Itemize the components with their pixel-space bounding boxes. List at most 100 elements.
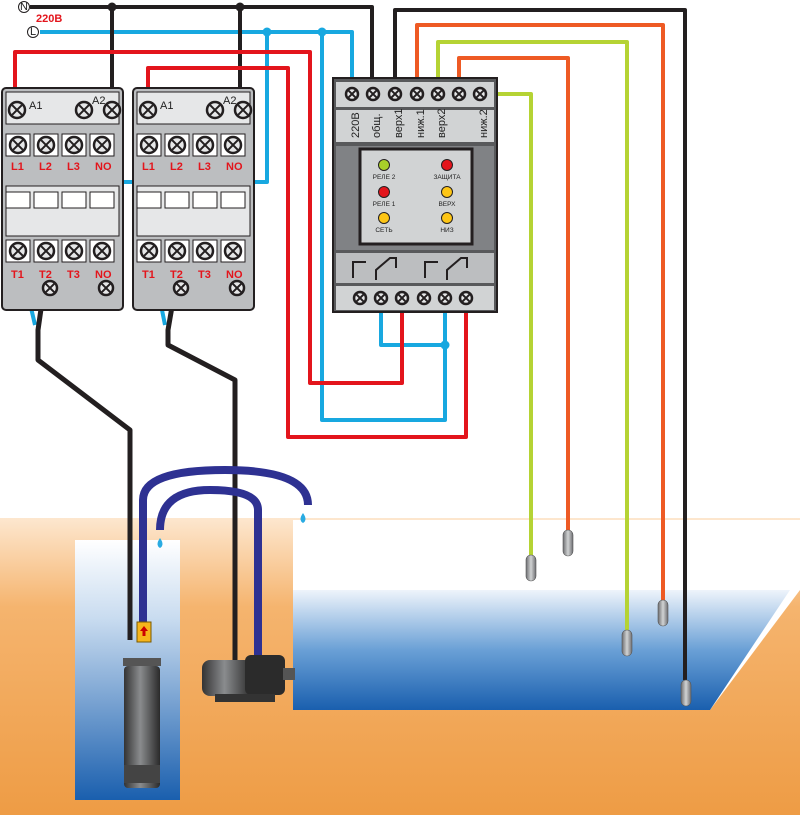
submersible-pump: [123, 621, 161, 788]
output-terminal-label: NO: [95, 269, 112, 281]
upper2-probe-wire: [457, 56, 570, 530]
screw-terminal: [223, 135, 243, 155]
screw-terminal: [472, 86, 488, 102]
screw-terminal: [437, 290, 453, 306]
input-terminal-label: L1: [11, 161, 24, 173]
screw-terminal: [223, 241, 243, 261]
screw-terminal: [416, 290, 432, 306]
status-led: [441, 159, 453, 171]
nc-contact-symbol: [424, 261, 438, 278]
relay-terminal-label: общ.: [371, 113, 383, 138]
status-led: [378, 186, 390, 198]
screw-terminal: [36, 241, 56, 261]
output-terminal-label: T2: [170, 269, 183, 281]
phase-terminal: [27, 26, 39, 38]
screw-terminal: [74, 100, 94, 120]
arrow-up-icon: [140, 626, 148, 636]
well-hose: [139, 466, 312, 630]
water-drop-icon: [300, 513, 306, 523]
led-label: РЕЛЕ 2: [373, 174, 396, 181]
screw-terminal: [409, 86, 425, 102]
coil-terminal-label: A2: [223, 95, 236, 107]
relay-terminal-label: ниж.1: [415, 109, 427, 138]
screw-terminal: [97, 279, 115, 297]
neutral-wire: [30, 5, 374, 94]
phase-label: L: [30, 26, 36, 38]
tank-water: [293, 590, 790, 710]
coil-terminal-label: A1: [160, 100, 173, 112]
screw-terminal: [36, 135, 56, 155]
screw-terminal: [344, 86, 360, 102]
screw-terminal: [64, 135, 84, 155]
water-drop-icon: [157, 538, 163, 548]
no-contact-symbol: [446, 257, 468, 280]
screw-terminal: [233, 100, 253, 120]
input-terminal-label: L2: [39, 161, 52, 173]
level-probe: [562, 529, 574, 557]
screw-terminal: [373, 290, 389, 306]
led-label: СЕТЬ: [375, 227, 392, 234]
no-contact-symbol: [375, 257, 397, 280]
coil-terminal-label: A1: [29, 100, 42, 112]
screw-terminal: [139, 241, 159, 261]
screw-terminal: [228, 279, 246, 297]
phase-wire: [40, 30, 354, 94]
common-probe-wire: [393, 8, 687, 680]
relay2-control-wire: [146, 66, 468, 439]
screw-terminal: [172, 279, 190, 297]
screw-terminal: [7, 100, 27, 120]
screw-terminal: [102, 100, 122, 120]
screw-terminal: [352, 290, 368, 306]
output-terminal-label: T1: [11, 269, 24, 281]
output-terminal-label: T1: [142, 269, 155, 281]
voltage-label: 220В: [36, 13, 62, 25]
neutral-label: N: [20, 1, 28, 13]
status-led: [441, 212, 453, 224]
lower1-probe-wire: [436, 40, 629, 630]
nc-contact-symbol: [352, 261, 366, 278]
led-label: ЗАЩИТА: [433, 174, 461, 181]
output-terminal-label: NO: [226, 269, 243, 281]
input-terminal-label: L1: [142, 161, 155, 173]
screw-terminal: [139, 135, 159, 155]
phase-to-relay-wire: [320, 32, 447, 422]
level-probe: [525, 554, 537, 582]
output-terminal-label: T3: [198, 269, 211, 281]
input-terminal-label: L2: [170, 161, 183, 173]
screw-terminal: [394, 290, 410, 306]
level-probe: [657, 599, 669, 627]
junction-dot: [440, 340, 450, 350]
tank-hose: [156, 486, 262, 660]
screw-terminal: [387, 86, 403, 102]
screw-terminal: [167, 135, 187, 155]
screw-terminal: [195, 241, 215, 261]
screw-terminal: [92, 135, 112, 155]
junction-dot: [317, 27, 327, 37]
ground: [0, 518, 800, 815]
output-terminal-label: T3: [67, 269, 80, 281]
screw-terminal: [8, 241, 28, 261]
led-label: ВЕРХ: [438, 201, 456, 208]
screw-terminal: [458, 290, 474, 306]
status-led: [378, 159, 390, 171]
level-probe: [621, 629, 633, 657]
screw-terminal: [451, 86, 467, 102]
screw-terminal: [430, 86, 446, 102]
input-terminal-label: L3: [198, 161, 211, 173]
input-terminal-label: NO: [95, 161, 112, 173]
neutral-terminal: [18, 1, 30, 13]
screw-terminal: [41, 279, 59, 297]
level-probe: [680, 679, 692, 707]
surface-pump: [202, 655, 295, 702]
screw-terminal: [92, 241, 112, 261]
screw-terminal: [167, 241, 187, 261]
status-led: [441, 186, 453, 198]
screw-terminal: [138, 100, 158, 120]
